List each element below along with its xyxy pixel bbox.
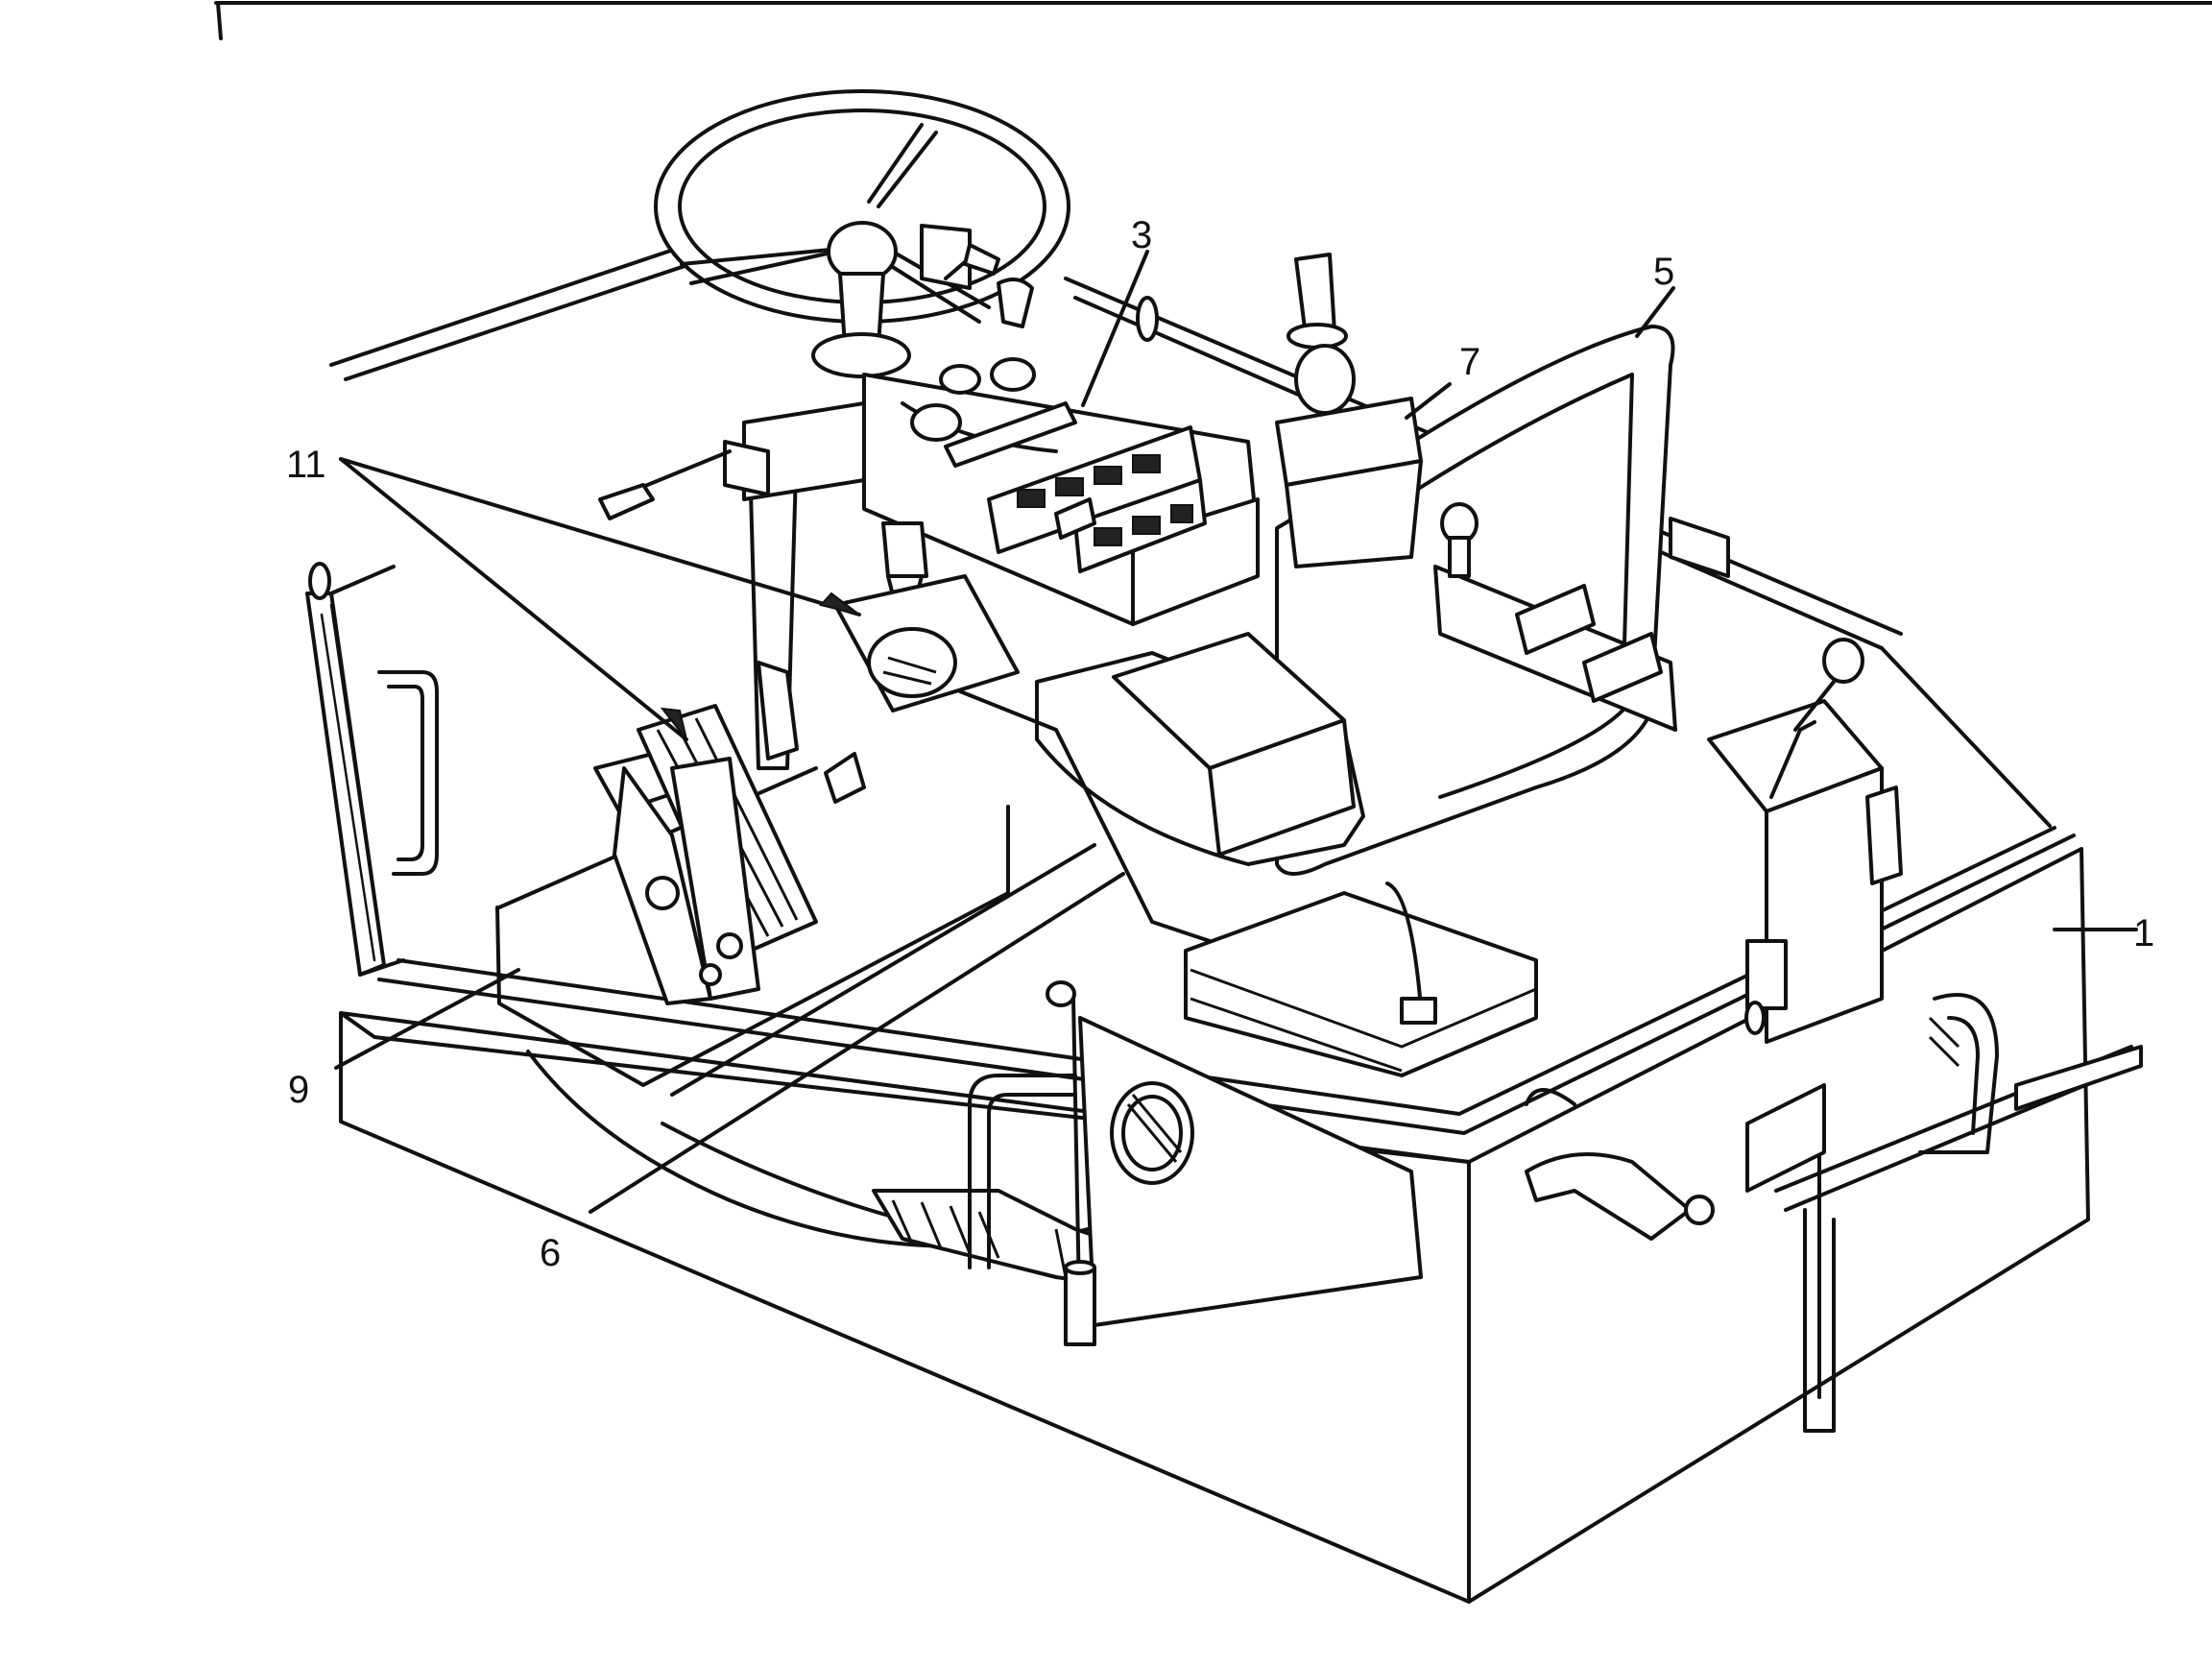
- callout-leaders: [334, 250, 2138, 1214]
- dashboard-switch-grid: [1017, 454, 1193, 546]
- callout-3: 3: [1131, 214, 1152, 256]
- right-armrest-console: [1275, 253, 1730, 732]
- leader-3: [1081, 250, 1149, 407]
- callout-9: 9: [288, 1069, 309, 1111]
- center-joystick: [833, 521, 1020, 713]
- top-border: [214, 1, 2212, 40]
- callout-11: 11: [286, 444, 326, 486]
- leader-9: [334, 968, 520, 1070]
- leader-7: [1405, 382, 1452, 420]
- front-access-panel: [968, 980, 1423, 1346]
- left-door-panel: [305, 562, 439, 977]
- gear-lever-housing: [1707, 638, 1903, 1044]
- right-side-pipes: [1525, 939, 2143, 1433]
- callout-6: 6: [540, 1232, 561, 1274]
- callout-5: 5: [1653, 251, 1674, 293]
- leader-5: [1635, 286, 1675, 338]
- callout-7: 7: [1459, 341, 1480, 383]
- leader-6: [589, 872, 1125, 1214]
- foot-pedals: [593, 661, 866, 1005]
- leader-11a: [339, 457, 688, 741]
- dashboard-console: [862, 224, 1260, 626]
- leader-11b: [339, 457, 861, 616]
- callout-1: 1: [2133, 912, 2154, 954]
